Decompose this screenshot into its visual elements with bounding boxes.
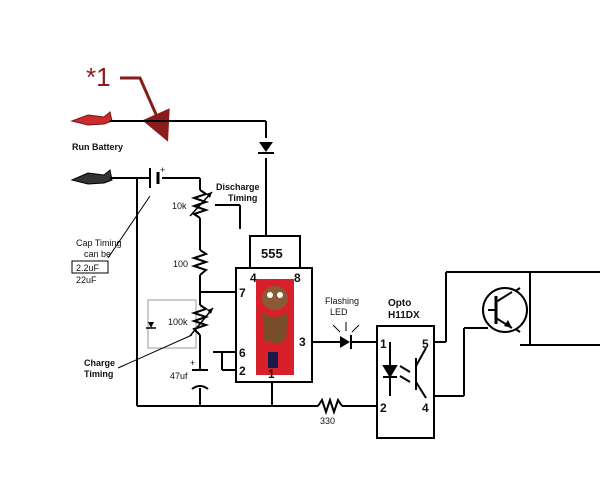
annotation-arrow [120, 76, 170, 142]
led-label-2: LED [330, 307, 348, 317]
transistor-icon [482, 287, 528, 333]
annotation-marker: *1 [86, 62, 111, 92]
opto-pin-2: 2 [380, 401, 387, 415]
cap-note-line2: can be [84, 249, 111, 259]
black-clip-icon [70, 169, 113, 185]
red-clip-icon [70, 111, 113, 126]
resistor-330-icon [317, 396, 343, 416]
battery-icon: + [149, 165, 165, 188]
ic-pin-2: 2 [239, 364, 246, 378]
led-icon [332, 322, 360, 349]
charge-label-2: Timing [84, 369, 113, 379]
ic-pin-7: 7 [239, 286, 246, 300]
ic-pin-8: 8 [294, 271, 301, 285]
svg-text:+: + [190, 358, 195, 368]
ic-pin-4: 4 [250, 271, 257, 285]
cap-note-line1: Cap Timing [76, 238, 122, 248]
opto-label-2: H11DX [388, 310, 420, 321]
top-diode-icon [258, 142, 274, 154]
charge-pot-icon [189, 304, 214, 337]
discharge-label-2: Timing [228, 193, 257, 203]
ic-name: 555 [261, 246, 283, 261]
discharge-pot-icon [189, 189, 213, 219]
opto-pin-5: 5 [422, 337, 429, 351]
resistor-330-value: 330 [320, 416, 335, 426]
opto-pin-4: 4 [422, 401, 429, 415]
charge-label-1: Charge [84, 358, 115, 368]
resistor-100-icon [190, 249, 210, 276]
cap-note-box-text: 2.2uF [76, 263, 100, 273]
wires [110, 120, 600, 407]
cap-note-box [71, 260, 109, 274]
opto-label-1: Opto [388, 298, 411, 309]
opto-pin-1: 1 [380, 337, 387, 351]
resistor-100-value: 100 [173, 259, 188, 269]
cap-value: 47uf [170, 371, 188, 381]
ic-header-box [249, 235, 301, 269]
capacitor-icon: + [190, 358, 209, 390]
ic-pin-6: 6 [239, 346, 246, 360]
run-battery-label: Run Battery [72, 142, 123, 152]
cap-note-pointer [107, 195, 151, 259]
ic-pin-1: 1 [268, 367, 275, 381]
discharge-value: 10k [172, 201, 187, 211]
charge-pot-value: 100k [168, 317, 188, 327]
opto-body [376, 325, 435, 439]
svg-text:+: + [160, 165, 165, 175]
coyote-picture-icon [256, 279, 294, 375]
opto-internal-icon [382, 342, 427, 399]
ic-pin-3: 3 [299, 335, 306, 349]
discharge-label-1: Discharge [216, 182, 260, 192]
led-label-1: Flashing [325, 296, 359, 306]
cap-note-line3: 22uF [76, 275, 97, 285]
charge-pointer [117, 334, 193, 369]
box-diode-icon [146, 322, 156, 329]
